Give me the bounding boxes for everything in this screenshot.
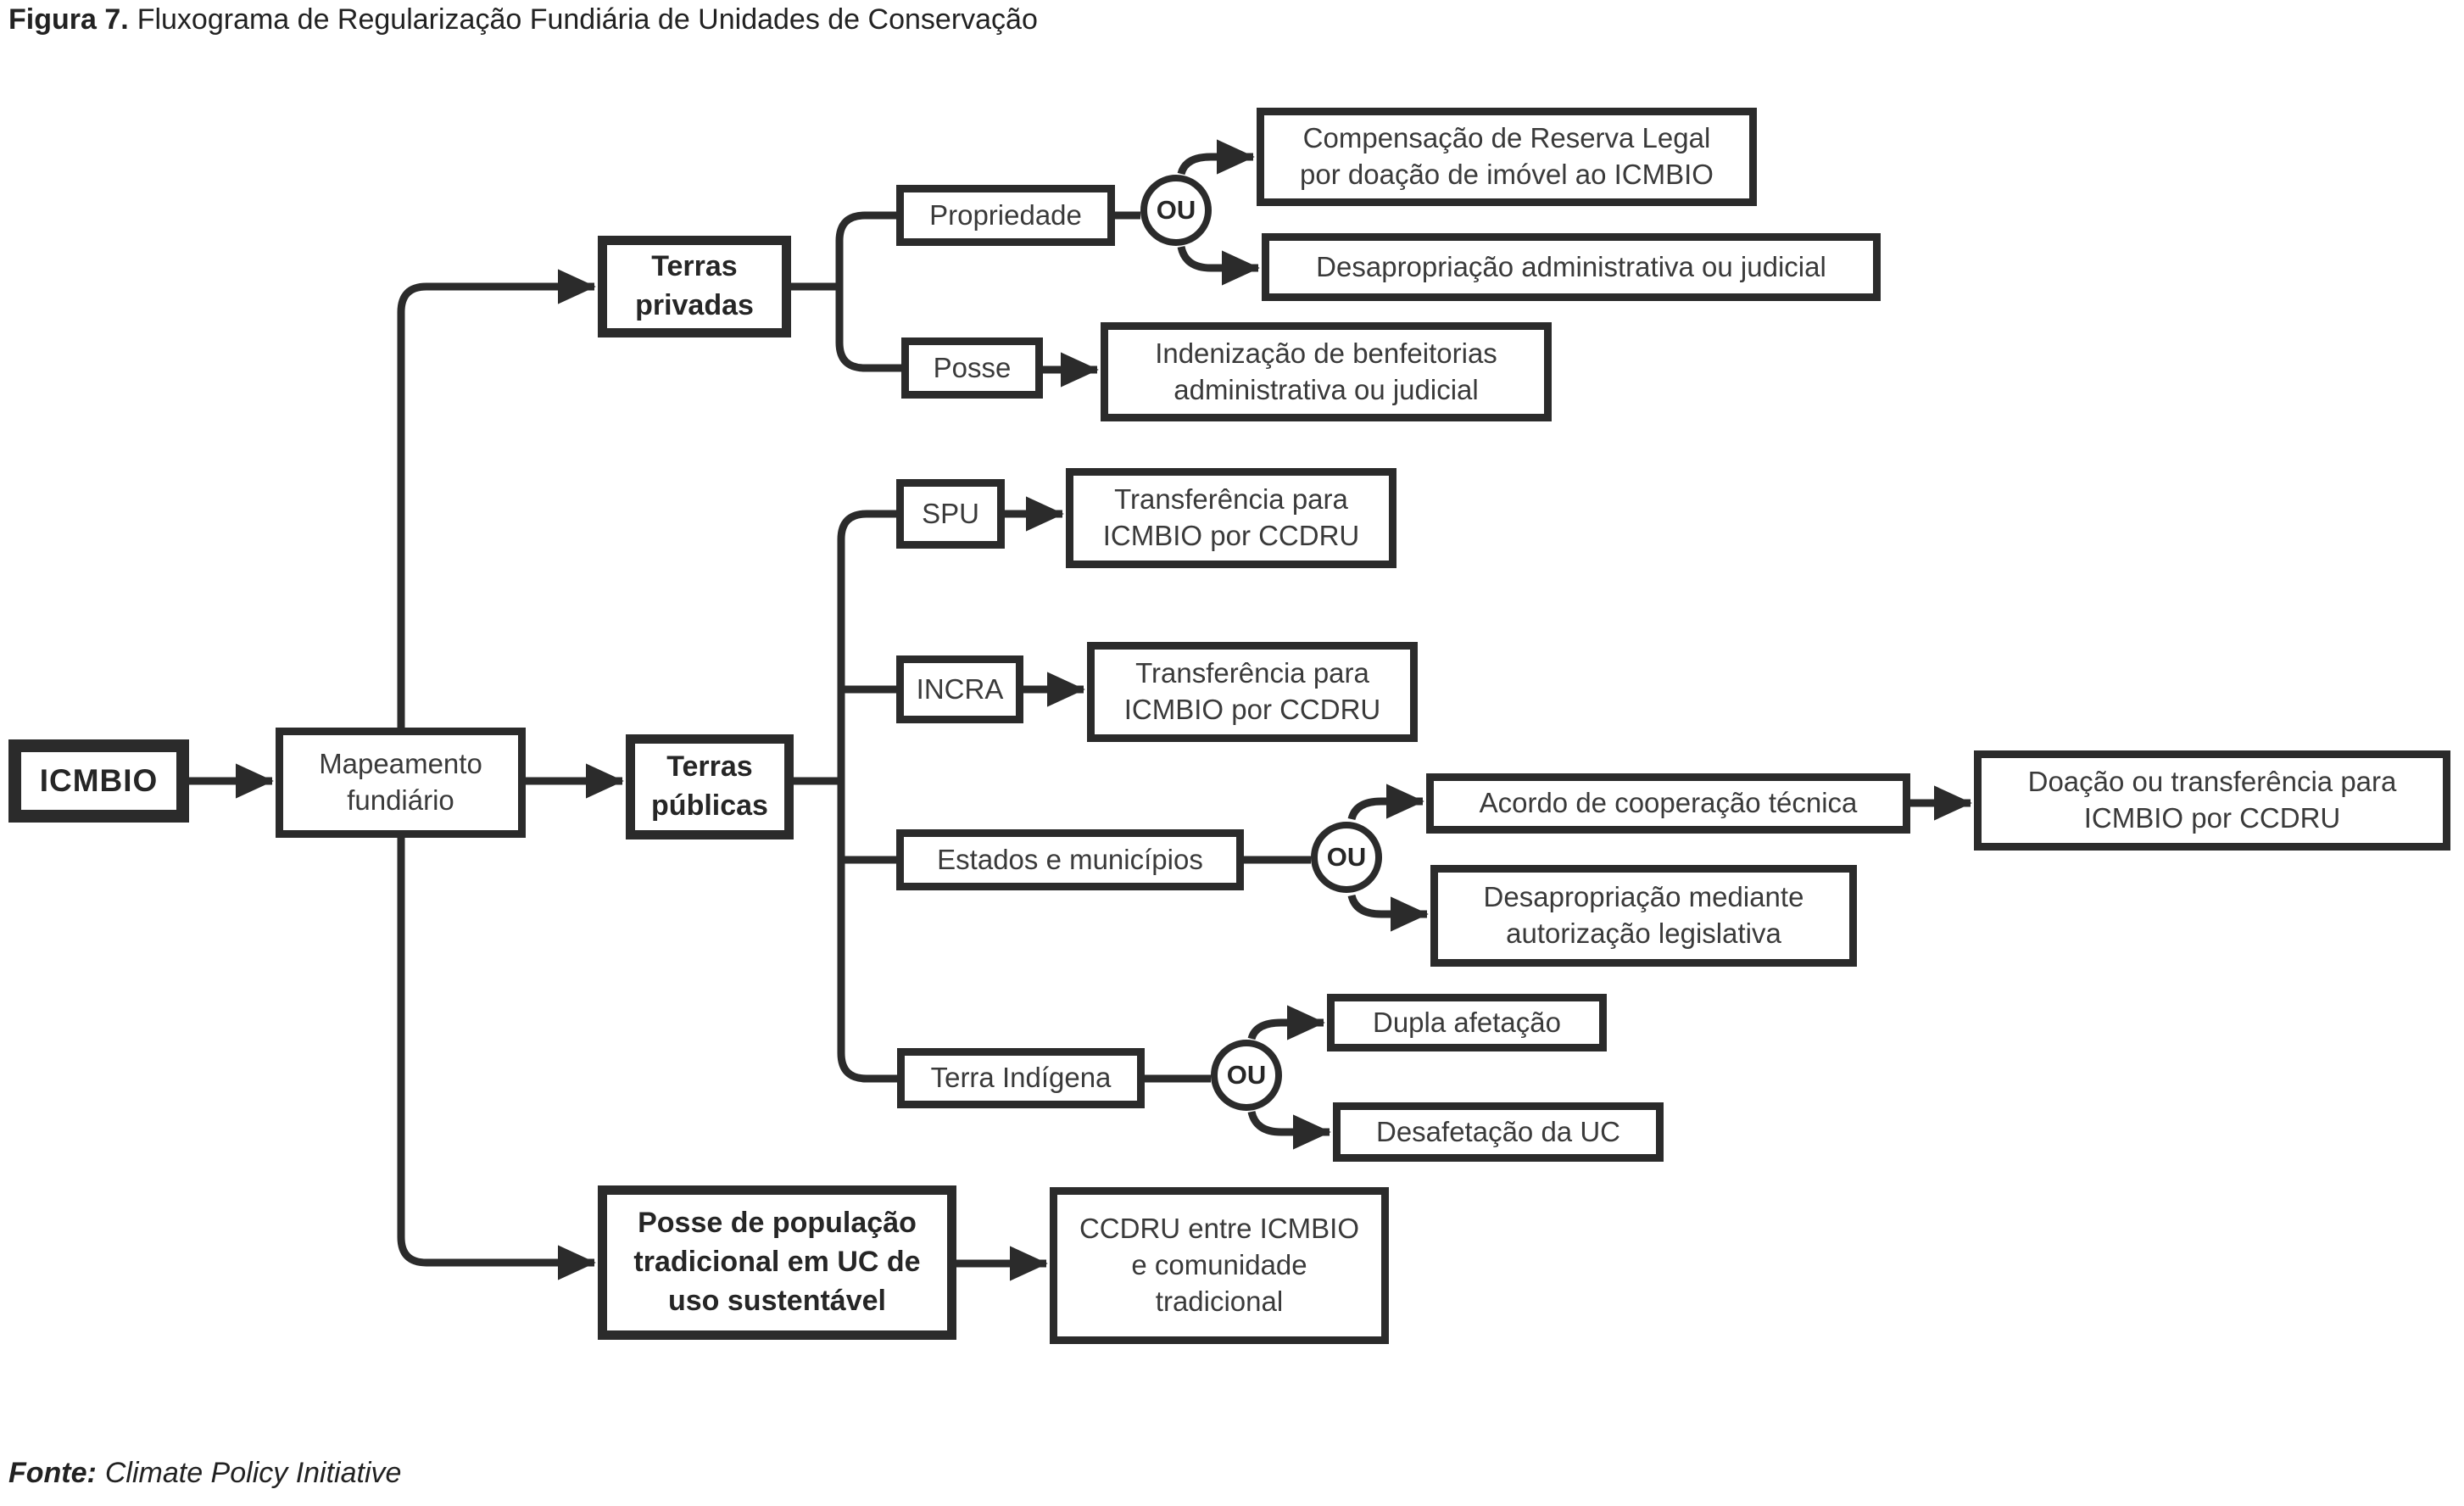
ou-junction-estados: OU xyxy=(1311,822,1382,893)
node-icmbio: ICMBIO xyxy=(8,739,189,823)
node-transferencia-incra-label: Transferência para ICMBIO por CCDRU xyxy=(1123,657,1381,725)
node-incra: INCRA xyxy=(896,655,1023,723)
node-incra-label: INCRA xyxy=(916,672,1004,705)
node-spu: SPU xyxy=(896,479,1005,549)
node-posse: Posse xyxy=(901,337,1043,399)
figure-number: Figura 7. xyxy=(8,3,129,36)
node-desafetacao-uc: Desafetação da UC xyxy=(1333,1102,1664,1162)
node-posse-populacao-tradicional: Posse de população tradicional em UC de … xyxy=(598,1185,956,1340)
ou-junction-propriedade: OU xyxy=(1140,175,1212,246)
node-doacao-transferencia-label: Doação ou transferência para ICMBIO por … xyxy=(2027,766,2397,834)
ou-junction-terra-indigena-label: OU xyxy=(1226,1060,1267,1090)
node-desapropriacao-administrativa-label: Desapropriação administrativa ou judicia… xyxy=(1316,250,1826,282)
node-propriedade-label: Propriedade xyxy=(929,198,1082,231)
node-dupla-afetacao-label: Dupla afetação xyxy=(1373,1006,1561,1038)
node-estados-municipios: Estados e municípios xyxy=(896,829,1244,890)
node-acordo-cooperacao: Acordo de cooperação técnica xyxy=(1426,773,1910,834)
node-terra-indigena-label: Terra Indígena xyxy=(930,1062,1112,1094)
figure-source-text: Climate Policy Initiative xyxy=(104,1457,402,1489)
node-mapeamento-fundiario-label: Mapeamento fundiário xyxy=(319,748,482,816)
node-doacao-transferencia: Doação ou transferência para ICMBIO por … xyxy=(1974,750,2450,851)
ou-junction-estados-label: OU xyxy=(1326,842,1367,872)
node-terras-privadas: Terras privadas xyxy=(598,236,791,337)
node-dupla-afetacao: Dupla afetação xyxy=(1327,994,1607,1051)
node-posse-label: Posse xyxy=(933,351,1012,383)
node-terra-indigena: Terra Indígena xyxy=(897,1048,1145,1108)
ou-junction-terra-indigena: OU xyxy=(1211,1040,1282,1111)
figure-source-prefix: Fonte: xyxy=(8,1457,97,1489)
node-terras-privadas-label: Terras privadas xyxy=(635,250,754,321)
arrow-mapeamento-terras-privadas xyxy=(397,269,596,728)
node-estados-municipios-label: Estados e municípios xyxy=(937,843,1203,875)
node-desapropriacao-administrativa: Desapropriação administrativa ou judicia… xyxy=(1262,233,1881,301)
arrow-ou2-desapropriacao-mediante xyxy=(1347,894,1429,932)
node-posse-populacao-tradicional-label: Posse de população tradicional em UC de … xyxy=(633,1207,921,1317)
node-mapeamento-fundiario: Mapeamento fundiário xyxy=(276,728,526,838)
arrow-ou3-dupla-afetacao xyxy=(1247,1005,1325,1040)
node-icmbio-label: ICMBIO xyxy=(39,762,159,798)
figure-source: Fonte:Climate Policy Initiative xyxy=(8,1457,401,1490)
arrow-ou1-desapropriacao xyxy=(1177,245,1260,286)
node-indenizacao-benfeitorias-label: Indenização de benfeitorias administrati… xyxy=(1155,337,1497,405)
trunk-terras-privadas xyxy=(835,211,901,372)
node-transferencia-incra: Transferência para ICMBIO por CCDRU xyxy=(1087,642,1418,742)
node-acordo-cooperacao-label: Acordo de cooperação técnica xyxy=(1479,787,1858,819)
trunk-terras-publicas xyxy=(837,510,897,1083)
node-compensacao-reserva-legal: Compensação de Reserva Legal por doação … xyxy=(1257,108,1757,206)
ou-junction-propriedade-label: OU xyxy=(1156,195,1196,225)
node-terras-publicas-label: Terras públicas xyxy=(651,750,768,822)
node-ccdru-comunidade-label: CCDRU entre ICMBIO e comunidade tradicio… xyxy=(1079,1213,1360,1317)
node-spu-label: SPU xyxy=(922,497,979,529)
arrow-ou2-acordo xyxy=(1347,784,1424,821)
node-compensacao-reserva-legal-label: Compensação de Reserva Legal por doação … xyxy=(1300,122,1714,190)
arrow-mapeamento-posse-populacao xyxy=(397,838,596,1280)
figure-title-text: Fluxograma de Regularização Fundiária de… xyxy=(137,3,1038,36)
arrow-ou3-desafetacao xyxy=(1247,1110,1331,1150)
node-desafetacao-uc-label: Desafetação da UC xyxy=(1376,1115,1620,1147)
node-transferencia-spu: Transferência para ICMBIO por CCDRU xyxy=(1066,468,1396,568)
node-desapropriacao-mediante-label: Desapropriação mediante autorização legi… xyxy=(1483,881,1804,949)
figure-title: Figura 7.Fluxograma de Regularização Fun… xyxy=(8,3,1038,36)
node-terras-publicas: Terras públicas xyxy=(626,734,794,839)
node-indenizacao-benfeitorias: Indenização de benfeitorias administrati… xyxy=(1101,322,1552,421)
node-desapropriacao-mediante: Desapropriação mediante autorização legi… xyxy=(1430,865,1857,967)
node-propriedade: Propriedade xyxy=(896,185,1115,246)
node-transferencia-spu-label: Transferência para ICMBIO por CCDRU xyxy=(1102,483,1360,551)
node-ccdru-comunidade: CCDRU entre ICMBIO e comunidade tradicio… xyxy=(1050,1187,1389,1344)
arrow-ou1-compensacao xyxy=(1177,139,1255,176)
